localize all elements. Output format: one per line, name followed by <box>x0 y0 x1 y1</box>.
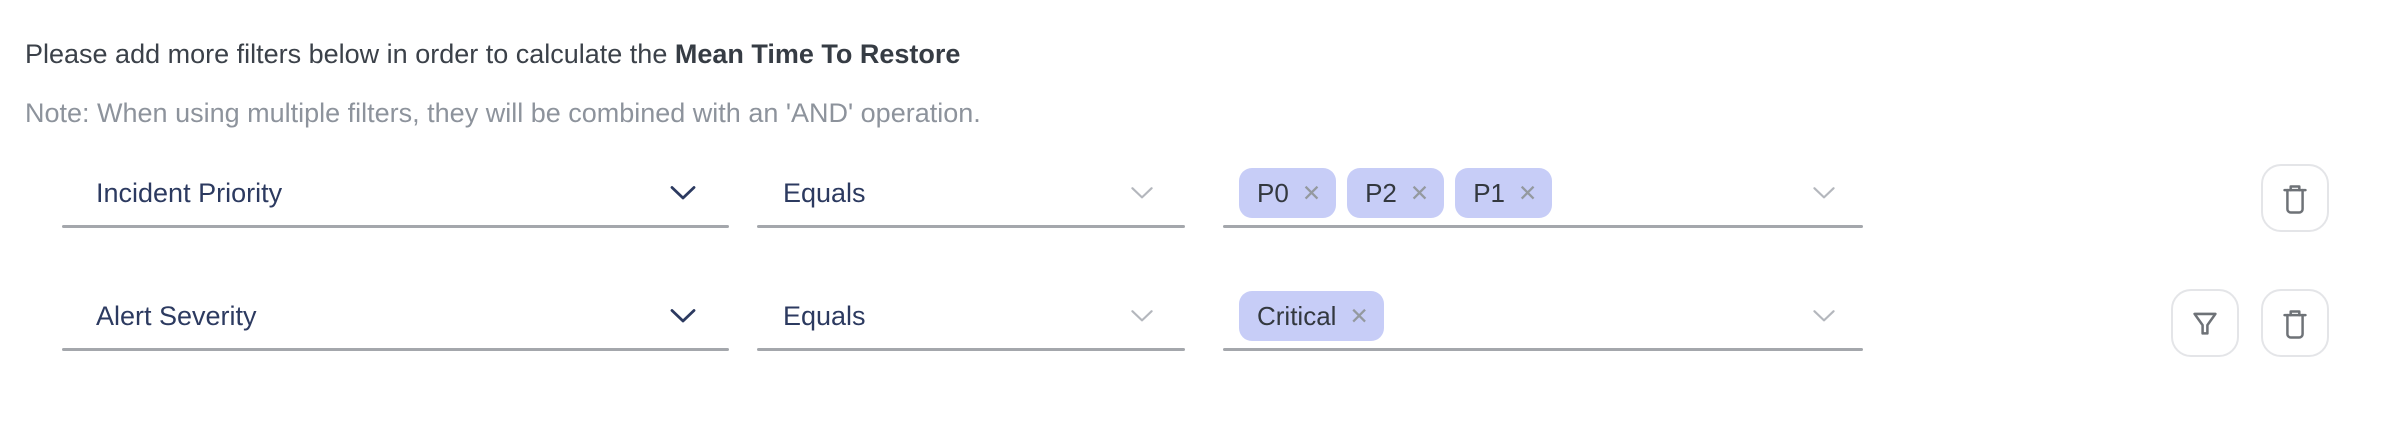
trash-icon <box>2283 185 2307 214</box>
value-tag: P0 ✕ <box>1239 168 1337 218</box>
field-underline <box>62 225 729 228</box>
field-underline <box>1223 348 1863 351</box>
field-select-value: Alert Severity <box>96 300 257 331</box>
close-x-icon[interactable]: ✕ <box>1518 179 1538 206</box>
filter-row-2-field-select[interactable]: Alert Severity <box>62 281 729 351</box>
filter-row-1-operator-select[interactable]: Equals <box>757 158 1185 228</box>
filter-row-2-values-multiselect[interactable]: Critical ✕ <box>1223 281 1863 351</box>
chevron-down-icon[interactable] <box>1811 186 1837 200</box>
close-x-icon[interactable]: ✕ <box>1301 179 1322 206</box>
filter-row-2-operator-select[interactable]: Equals <box>757 281 1185 351</box>
operator-select-value: Equals <box>783 177 866 208</box>
value-tag-label: P0 <box>1257 177 1289 208</box>
value-tag-label: P1 <box>1473 177 1505 208</box>
filter-values-button[interactable] <box>2171 289 2239 357</box>
value-tag-label: Critical <box>1257 300 1337 331</box>
funnel-icon <box>2193 312 2217 335</box>
field-underline <box>757 348 1185 351</box>
note-text: Note: When using multiple filters, they … <box>25 98 981 128</box>
chevron-down-icon[interactable] <box>1811 309 1837 323</box>
value-tag: P1 ✕ <box>1455 168 1553 218</box>
filter-row-1-values-multiselect[interactable]: P0 ✕ P2 ✕ P1 ✕ <box>1223 158 1863 228</box>
chevron-down-icon[interactable] <box>669 308 697 324</box>
operator-select-value: Equals <box>783 300 866 331</box>
trash-icon <box>2283 310 2307 339</box>
field-select-value: Incident Priority <box>96 177 283 208</box>
intro-text: Please add more filters below in order t… <box>25 38 960 71</box>
selected-values: P0 ✕ P2 ✕ P1 ✕ <box>1239 168 1553 218</box>
chevron-down-icon[interactable] <box>669 185 697 201</box>
filter-row-1-field-select[interactable]: Incident Priority <box>62 158 729 228</box>
intro-text-plain: Please add more filters below in order t… <box>25 39 675 69</box>
value-tag-label: P2 <box>1365 177 1397 208</box>
value-tag: Critical ✕ <box>1239 291 1384 341</box>
chevron-down-icon[interactable] <box>1129 309 1155 323</box>
close-x-icon[interactable]: ✕ <box>1349 302 1369 329</box>
field-underline <box>757 225 1185 228</box>
field-underline <box>1223 225 1863 228</box>
chevron-down-icon[interactable] <box>1129 186 1155 200</box>
metric-name: Mean Time To Restore <box>674 39 961 69</box>
field-underline <box>62 348 729 351</box>
selected-values: Critical ✕ <box>1239 291 1384 341</box>
close-x-icon[interactable]: ✕ <box>1409 179 1430 206</box>
delete-filter-button[interactable] <box>2261 164 2329 232</box>
value-tag: P2 ✕ <box>1347 168 1445 218</box>
delete-filter-button[interactable] <box>2261 289 2329 357</box>
